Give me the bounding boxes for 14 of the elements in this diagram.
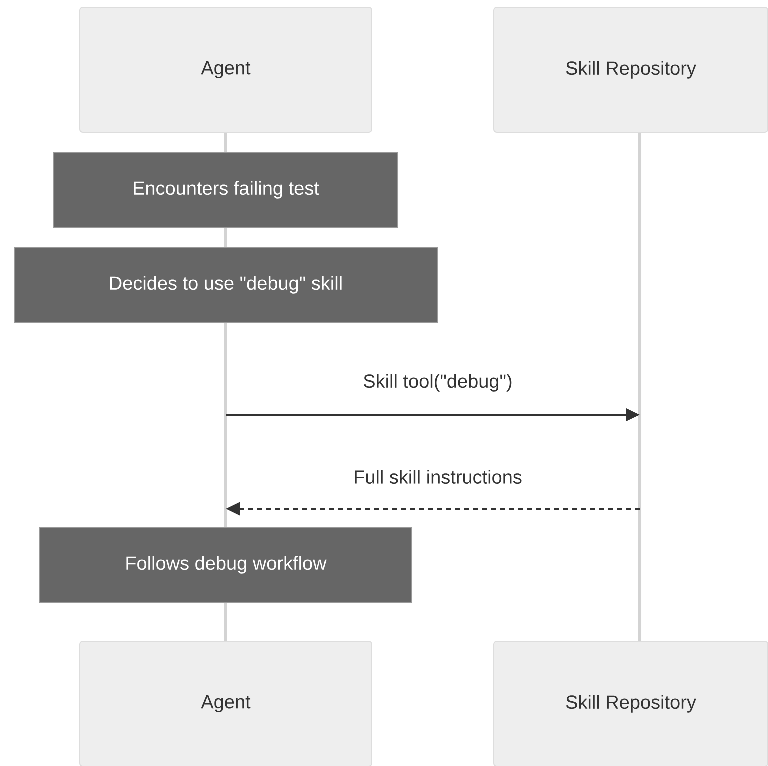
note-box: Encounters failing test [54, 152, 398, 228]
lifeline [224, 133, 228, 152]
participant-box: Agent [80, 7, 372, 133]
lifeline [638, 133, 642, 641]
participant-box: Skill Repository [494, 7, 768, 133]
participant-box: Agent [80, 641, 372, 766]
message-label: Skill tool("debug") [364, 374, 512, 392]
note-box: Decides to use "debug" skill [14, 247, 438, 323]
lifeline [224, 323, 228, 527]
lifeline [224, 228, 228, 247]
note-box: Follows debug workflow [40, 527, 412, 603]
message-label: Full skill instructions [355, 470, 522, 484]
lifeline [224, 603, 228, 641]
participant-box: Skill Repository [494, 641, 768, 766]
